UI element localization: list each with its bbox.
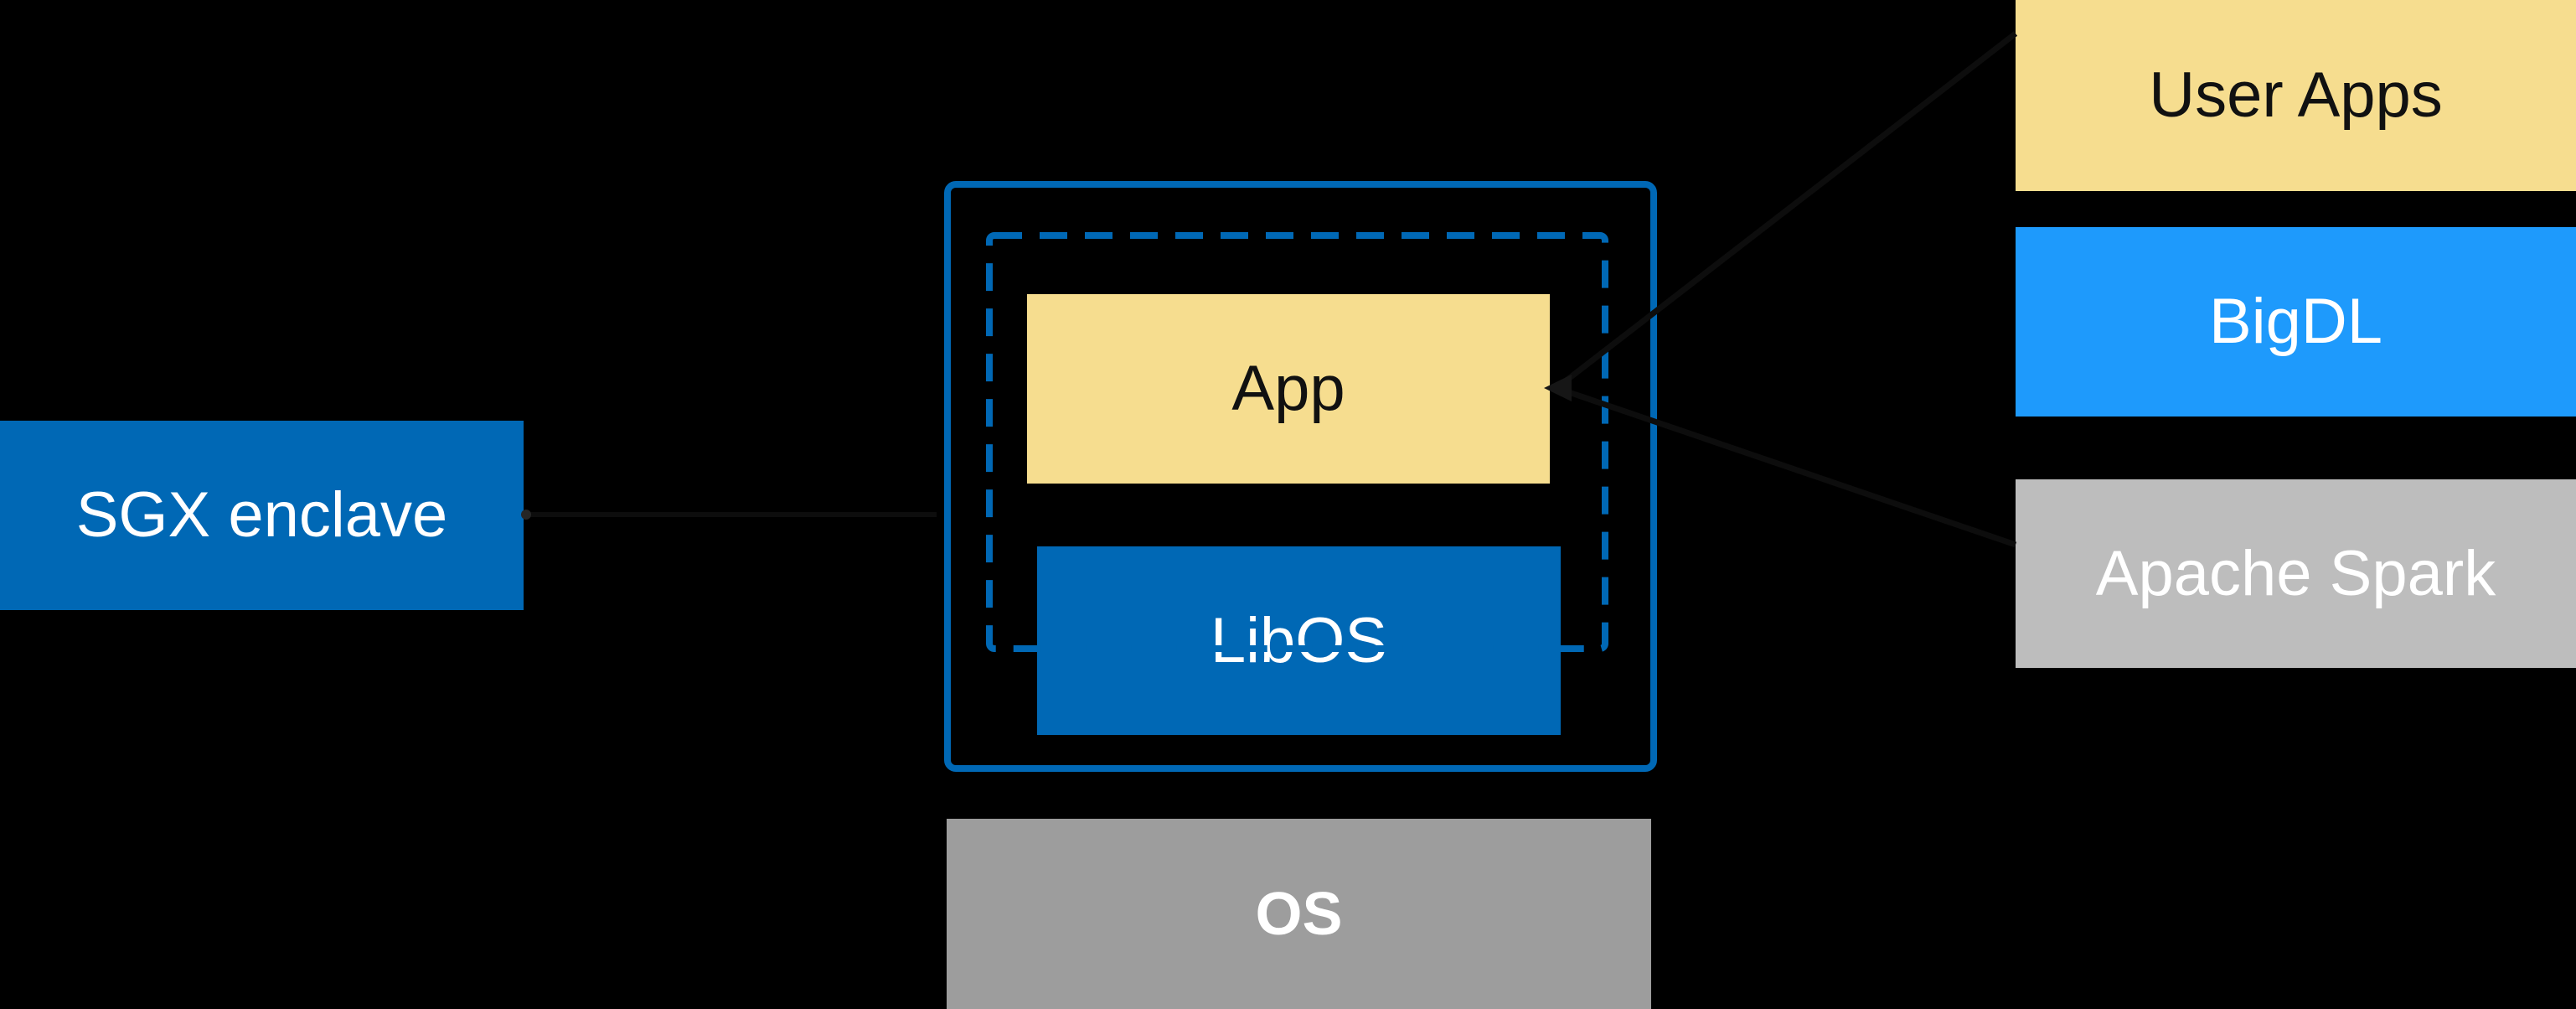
app-box: App <box>1027 294 1550 484</box>
os-label: OS <box>1255 880 1343 948</box>
apache-spark-box: Apache Spark <box>2016 479 2576 668</box>
app-label: App <box>1231 353 1345 424</box>
bigdl-label: BigDL <box>2209 286 2382 357</box>
user-apps-label: User Apps <box>2149 60 2443 131</box>
libos-box: LibOS <box>1037 546 1561 735</box>
sgx-enclave-label: SGX enclave <box>75 479 448 551</box>
libos-label: LibOS <box>1210 604 1388 676</box>
apache-spark-label: Apache Spark <box>2095 537 2496 609</box>
bigdl-box: BigDL <box>2016 227 2576 417</box>
os-box: OS <box>947 819 1651 1009</box>
sgx-enclave-label-box: SGX enclave <box>0 421 524 610</box>
user-apps-box: User Apps <box>2016 0 2576 191</box>
connector-apache-spark-to-app <box>1555 385 2017 548</box>
connector-user-apps-to-app <box>1554 31 2018 391</box>
